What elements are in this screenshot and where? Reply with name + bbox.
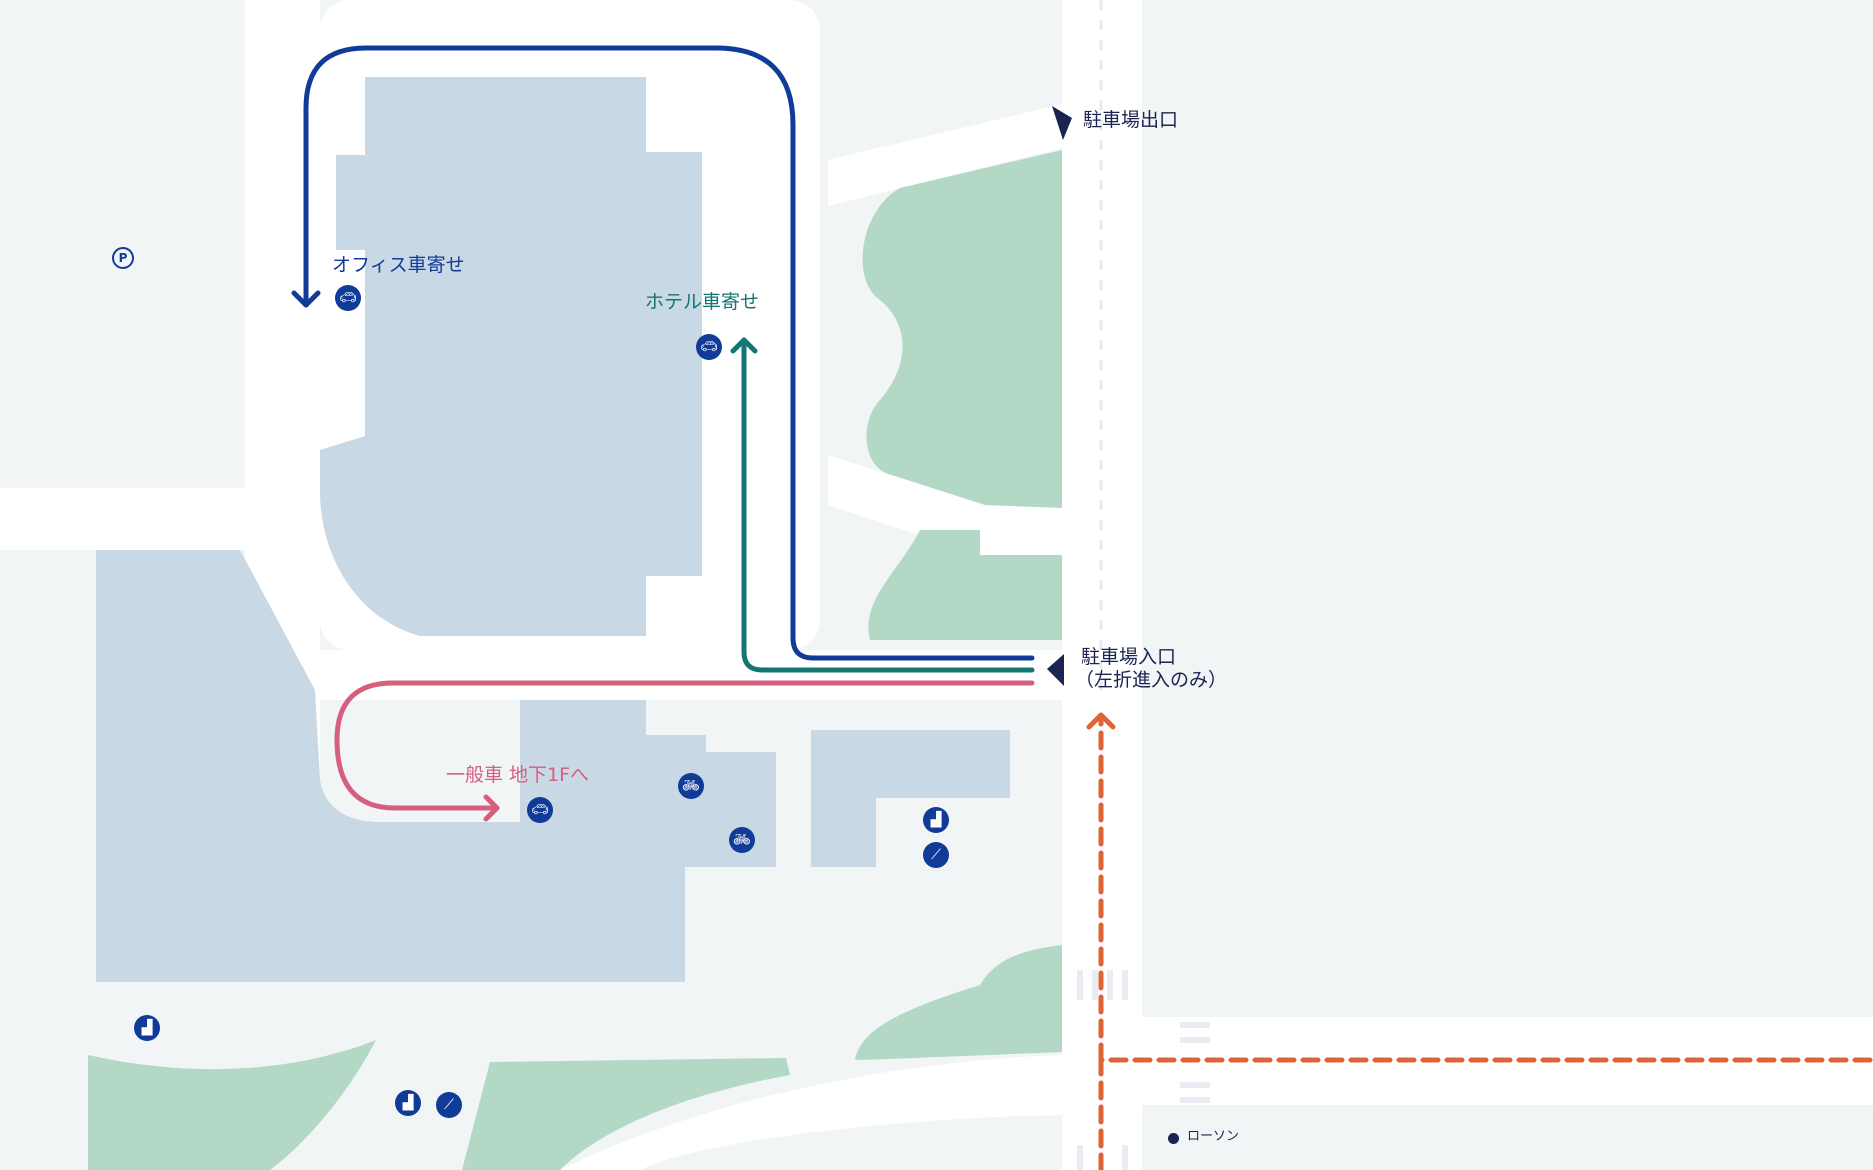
stairs-icon: ▟ (134, 1015, 160, 1041)
exit-marker (1052, 106, 1072, 140)
escalator-icon: ⟋ (923, 842, 949, 868)
hotel-route (730, 337, 1035, 673)
crosswalk-bar (1180, 1082, 1210, 1088)
green-areas (88, 150, 1062, 1170)
buildings (96, 77, 1010, 982)
hotel-route-arrowhead (730, 337, 758, 354)
crosswalk-bar (1077, 970, 1083, 1000)
annex-building (811, 730, 1010, 867)
crosswalk-bar (1122, 1145, 1128, 1170)
escalator-icon: ⟋ (436, 1092, 462, 1118)
crosswalk-bar (1077, 1145, 1083, 1170)
parking-exit-label: 駐車場出口 (1083, 109, 1179, 131)
car-icon: 🚗︎ (527, 797, 553, 823)
stairs-icon: ▟ (923, 807, 949, 833)
car-icon: 🚗︎ (335, 285, 361, 311)
entrance-marker (1047, 654, 1064, 686)
walking-route-line (1098, 714, 1873, 1170)
green-area-south (462, 1058, 790, 1170)
office-dropoff-label: オフィス車寄せ (332, 254, 465, 276)
general-route (334, 680, 1035, 822)
green-area-plaza (868, 530, 1062, 640)
entrance-note-label: （左折進入のみ） (1075, 669, 1228, 691)
green-area-southwest (88, 1040, 376, 1170)
car-icon: 🚗︎ (696, 334, 722, 360)
walking-route (1086, 712, 1873, 1170)
plaza-path (828, 455, 1062, 555)
lawson-label: ローソン (1187, 1129, 1240, 1144)
office-route-line (303, 45, 1035, 661)
crosswalk-bar (1180, 1097, 1210, 1103)
general-route-arrowhead (483, 794, 500, 822)
crosswalk-bar (1122, 970, 1128, 1000)
parking-entrance-label: 駐車場入口 (1081, 646, 1177, 668)
stairs-icon: ▟ (395, 1090, 421, 1116)
parking-icon: P (112, 247, 134, 269)
green-area-east (862, 150, 1062, 508)
lawson-dot (1168, 1133, 1179, 1144)
crosswalk-bar (1180, 1037, 1210, 1043)
office-route (291, 45, 1035, 661)
office-hotel-tower (320, 77, 702, 636)
hotel-route-line (741, 337, 1035, 673)
bicycle-icon: 🚲︎ (678, 773, 704, 799)
hotel-dropoff-label: ホテル車寄せ (645, 291, 760, 313)
crosswalks (1077, 970, 1210, 1170)
general-route-line (334, 680, 1035, 811)
podium-building (96, 550, 776, 982)
green-area-southeast (855, 945, 1062, 1060)
office-route-arrowhead (291, 290, 321, 308)
bicycle-parking-icon: 🚲︎ (729, 827, 755, 853)
crosswalk-bar (1107, 970, 1113, 1000)
general-car-label: 一般車 地下1Fへ (446, 764, 590, 786)
exit-road (828, 104, 1062, 206)
south-road (560, 1055, 1062, 1170)
walking-route-arrowhead (1086, 712, 1116, 730)
crosswalk-bar (1092, 970, 1098, 1000)
crosswalk-bar (1180, 1022, 1210, 1028)
